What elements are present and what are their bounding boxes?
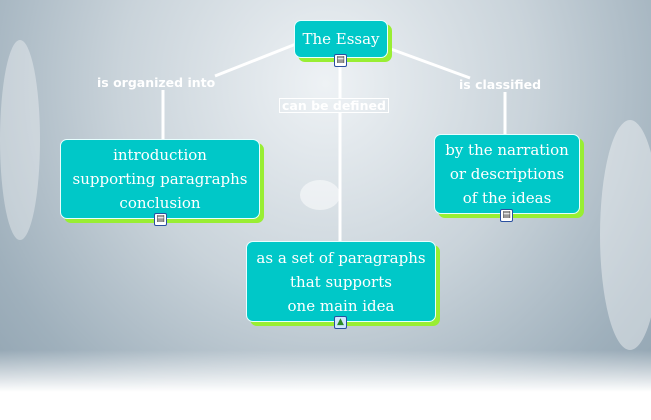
- node-text: supporting paragraphs: [72, 170, 248, 188]
- image-icon[interactable]: ▲: [334, 316, 347, 329]
- node-text: The Essay: [302, 30, 380, 48]
- link-label-organized[interactable]: is organized into: [97, 75, 216, 90]
- node-text: as a set of paragraphs: [256, 248, 426, 267]
- document-icon[interactable]: ▤: [334, 54, 347, 67]
- node-text: one main idea: [287, 296, 395, 315]
- link-label-classified[interactable]: is classified: [459, 77, 542, 92]
- concept-node-structure[interactable]: introduction supporting paragraphs concl…: [60, 139, 260, 219]
- document-icon[interactable]: ▤: [500, 209, 513, 222]
- document-icon[interactable]: ▤: [154, 213, 167, 226]
- node-text: by the narration: [445, 141, 569, 159]
- node-text: introduction: [113, 146, 207, 164]
- node-text: that supports: [290, 272, 392, 291]
- node-text: or descriptions: [449, 165, 565, 183]
- link-label-defined[interactable]: can be defined: [279, 98, 389, 113]
- concept-node-classification[interactable]: by the narration or descriptions of the …: [434, 134, 580, 214]
- concept-node-the-essay[interactable]: The Essay: [294, 20, 388, 58]
- link-line-organized: [214, 42, 297, 78]
- node-text: of the ideas: [462, 189, 552, 207]
- concept-node-definition[interactable]: as a set of paragraphs that supports one…: [246, 241, 436, 322]
- node-text: conclusion: [119, 194, 201, 212]
- link-line-classified: [387, 46, 471, 80]
